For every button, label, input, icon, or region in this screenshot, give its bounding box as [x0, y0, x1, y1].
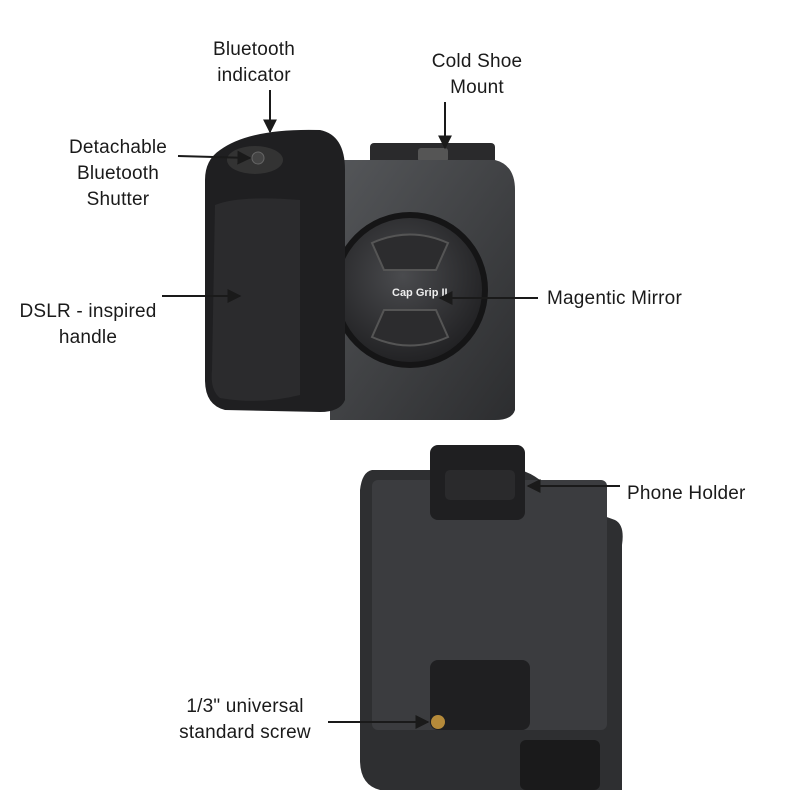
label-phone-holder: Phone Holder [627, 481, 746, 507]
label-handle: DSLR - inspired handle [4, 299, 172, 351]
phone-holder-device [360, 445, 623, 790]
label-line: Bluetooth [212, 39, 296, 60]
label-line: Detachable [68, 137, 168, 158]
label-line: Mount [450, 77, 504, 98]
label-line: Bluetooth [76, 163, 160, 184]
label-mirror: Magentic Mirror [547, 286, 682, 312]
label-shutter: Detachable Bluetooth Shutter [48, 135, 188, 213]
label-bluetooth-indicator: Bluetooth indicator [194, 37, 314, 89]
label-cold-shoe: Cold Shoe Mount [417, 49, 537, 101]
label-screw: 1/3" universal standard screw [160, 694, 330, 746]
label-line: indicator [217, 65, 291, 86]
tripod-screw [431, 715, 445, 729]
label-line: Magentic Mirror [547, 288, 682, 309]
label-line: standard screw [179, 722, 311, 743]
label-line: Phone Holder [627, 483, 746, 504]
label-line: Shutter [86, 189, 150, 210]
label-line: DSLR - inspired [19, 301, 157, 322]
label-line: Cold Shoe [431, 51, 523, 72]
cap-brand-text: Cap Grip II [392, 287, 448, 299]
label-line: 1/3" universal [186, 696, 304, 717]
camera-grip-device: Cap Grip II [205, 129, 515, 420]
label-line: handle [58, 327, 118, 348]
annotation-lines [162, 90, 620, 729]
